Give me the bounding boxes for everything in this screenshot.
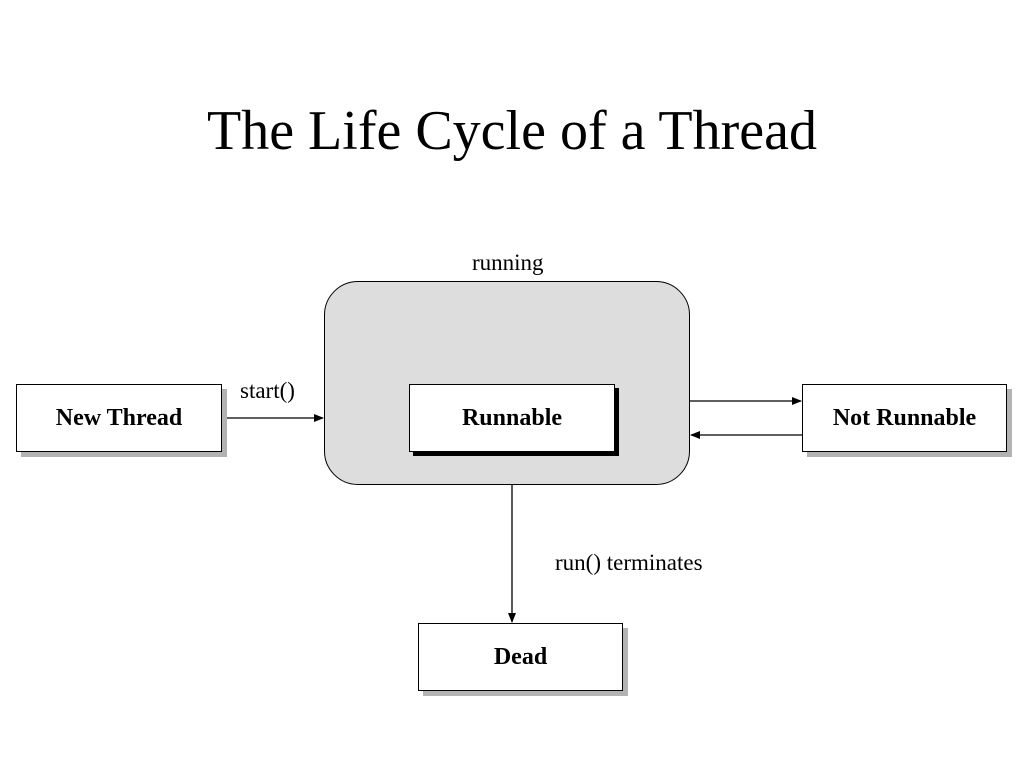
state-not-runnable-label: Not Runnable [832, 404, 977, 431]
state-dead-label: Dead [493, 643, 548, 670]
state-not-runnable: Not Runnable [802, 384, 1007, 452]
page-title: The Life Cycle of a Thread [206, 100, 817, 162]
transition-start-label: start() [240, 378, 295, 403]
state-dead: Dead [418, 623, 623, 691]
state-runnable: Runnable [409, 384, 615, 452]
state-new-thread-label: New Thread [55, 404, 183, 431]
transition-run-terminates-label: run() terminates [555, 550, 703, 575]
running-region-label: running [472, 250, 544, 275]
state-runnable-label: Runnable [461, 404, 563, 431]
state-new-thread: New Thread [16, 384, 222, 452]
